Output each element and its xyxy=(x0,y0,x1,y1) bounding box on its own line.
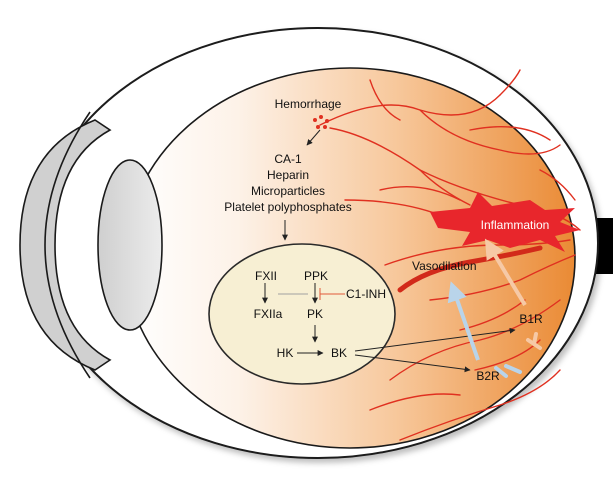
label-c1inh: C1-INH xyxy=(346,287,386,301)
label-hemorrhage: Hemorrhage xyxy=(275,97,342,111)
label-b1r: B1R xyxy=(519,312,543,326)
label-b2r: B2R xyxy=(476,369,500,383)
kks-ellipse xyxy=(209,244,395,384)
label-fxii: FXII xyxy=(255,269,277,283)
label-ca1: CA-1 xyxy=(274,152,302,166)
label-platelet-polyphosphates: Platelet polyphosphates xyxy=(224,200,351,214)
label-fxiia: FXIIa xyxy=(254,307,283,321)
label-ppk: PPK xyxy=(304,269,328,283)
label-pk: PK xyxy=(307,307,323,321)
label-hk: HK xyxy=(277,346,294,360)
label-heparin: Heparin xyxy=(267,168,309,182)
label-inflammation: Inflammation xyxy=(481,218,550,232)
label-microparticles: Microparticles xyxy=(251,184,325,198)
label-bk: BK xyxy=(331,346,347,360)
label-vasodilation: Vasodilation xyxy=(412,259,477,273)
lens xyxy=(98,160,162,330)
